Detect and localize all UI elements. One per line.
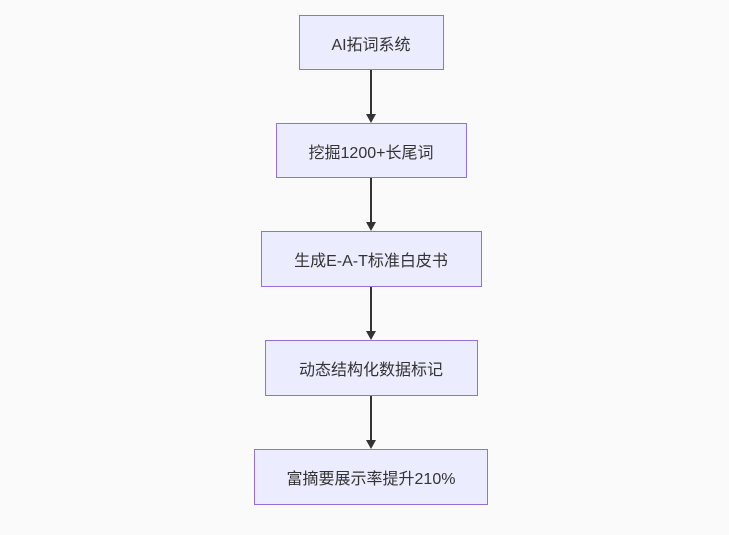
- arrowhead-down-icon: [366, 222, 376, 231]
- arrowhead-down-icon: [366, 331, 376, 340]
- flow-edge-c-d: [366, 287, 376, 340]
- flow-node-label: 挖掘1200+长尾词: [308, 144, 434, 162]
- flow-node-rich-snippet-rate: 富摘要展示率提升210%: [254, 449, 488, 505]
- edge-line: [370, 178, 372, 222]
- flowchart: AI拓词系统 挖掘1200+长尾词 生成E-A-T标准白皮书 动态结构化数据标记…: [254, 15, 488, 505]
- flow-node-label: 动态结构化数据标记: [298, 362, 443, 379]
- flow-node-label: 富摘要展示率提升210%: [286, 471, 456, 488]
- flow-node-longtail-mining: 挖掘1200+长尾词: [275, 123, 467, 178]
- arrowhead-down-icon: [366, 440, 376, 449]
- arrowhead-down-icon: [366, 114, 376, 123]
- edge-line: [370, 287, 372, 331]
- edge-line: [370, 396, 372, 440]
- flow-edge-b-c: [366, 178, 376, 231]
- flow-edge-a-b: [366, 70, 376, 123]
- flow-node-label: 生成E-A-T标准白皮书: [294, 253, 448, 270]
- flow-node-structured-data-markup: 动态结构化数据标记: [264, 340, 478, 396]
- edge-line: [370, 70, 372, 114]
- flow-node-label: AI拓词系统: [331, 36, 411, 54]
- flow-node-eat-whitepaper: 生成E-A-T标准白皮书: [260, 231, 482, 287]
- flow-edge-d-e: [366, 396, 376, 449]
- flow-node-ai-keyword-system: AI拓词系统: [298, 15, 444, 70]
